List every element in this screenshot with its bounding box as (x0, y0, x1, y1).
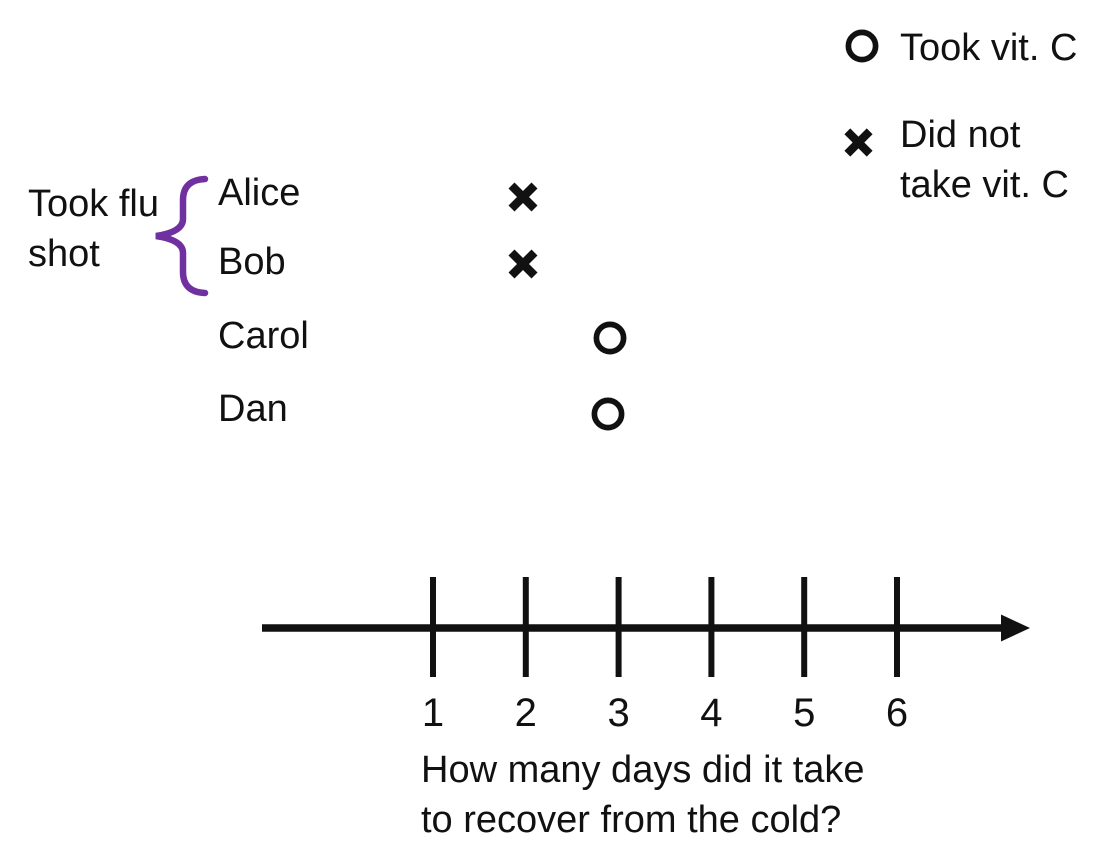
x-glyph-stroke (508, 249, 538, 279)
axis-tick-label-6: 6 (885, 691, 909, 735)
mark-x-alice (508, 182, 538, 212)
brace-path (155, 175, 209, 297)
row-label-bob: Bob (218, 241, 286, 283)
circle-marker-icon (845, 29, 879, 68)
row-label-dan: Dan (218, 388, 288, 430)
axis-tick-label-4: 4 (700, 691, 723, 735)
row-label-alice: Alice (218, 172, 301, 214)
group-label-took-flu-shot: Took flu shot (28, 183, 159, 275)
x-marker-icon (842, 126, 875, 164)
legend-label-did-not-take-vit-c: Did not take vit. C (900, 114, 1069, 206)
axis-arrowhead (1001, 614, 1030, 642)
brace-icon (155, 175, 209, 297)
legend-label-took-vit-c: Took vit. C (900, 27, 1078, 69)
x-glyph-stroke (844, 128, 873, 157)
axis-title: How many days did it take to recover fro… (421, 749, 865, 841)
circle-glyph (591, 397, 625, 431)
mark-circle-carol (593, 321, 627, 355)
mark-circle-dan (591, 397, 625, 431)
x-glyph-stroke (508, 182, 538, 212)
axis-tick-label-1: 1 (421, 691, 445, 735)
axis-tick-label-2: 2 (514, 691, 537, 735)
circle-glyph (845, 29, 879, 63)
mark-x-bob (508, 249, 538, 279)
axis-tick-label-3: 3 (607, 691, 630, 735)
row-label-carol: Carol (218, 315, 309, 357)
circle-glyph (593, 321, 627, 355)
axis-tick-label-5: 5 (793, 691, 816, 735)
